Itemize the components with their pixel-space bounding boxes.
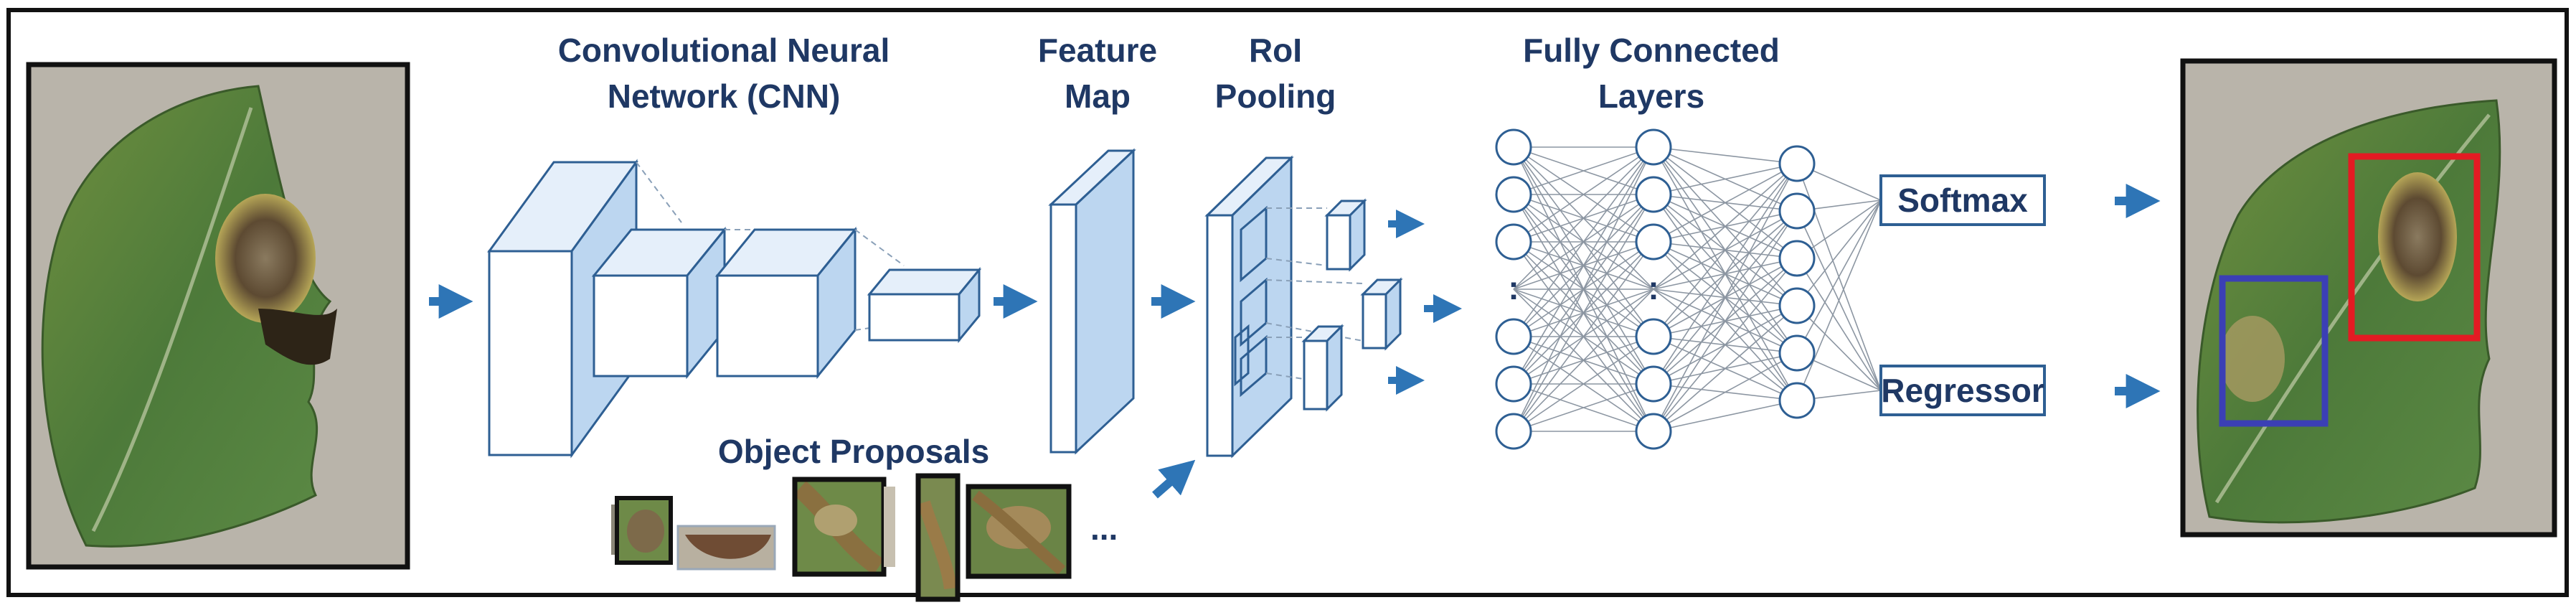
- softmax-box: Softmax: [1879, 174, 2046, 226]
- pooled-feature-2: [1360, 277, 1403, 351]
- fc-connection: [1513, 146, 1654, 243]
- neuron: [1778, 192, 1816, 230]
- roi-feature-map: [1204, 155, 1294, 459]
- pooled-feature-1: [1324, 198, 1367, 272]
- neuron: [1635, 413, 1672, 450]
- fc-connection: [1653, 305, 1798, 432]
- neuron: [1495, 365, 1532, 403]
- neuron: [1778, 287, 1816, 324]
- proposal-thumb-2: [676, 525, 776, 571]
- neuron: [1495, 176, 1532, 213]
- cnn-title-line1: Convolutional Neural: [558, 32, 890, 69]
- proposal-thumb-3: [792, 477, 895, 577]
- neuron-ellipsis: :: [1648, 269, 1659, 306]
- fc-connection: [1513, 289, 1654, 432]
- fc-head-connection: [1796, 200, 1882, 401]
- fc-connection: [1653, 163, 1798, 243]
- fc-connection: [1653, 400, 1798, 432]
- fc-connection: [1513, 336, 1654, 432]
- feature-map-title-line2: Map: [1065, 78, 1131, 115]
- cnn-blocks: [487, 159, 982, 459]
- fc-head-connection: [1796, 200, 1882, 354]
- fully-connected-network: ::: [1495, 128, 1882, 450]
- neuron-ellipsis: :: [1508, 269, 1519, 306]
- arrow-proposals-to-roi: [1152, 459, 1196, 499]
- fc-connection: [1653, 146, 1798, 164]
- output-leaf-image: [2180, 58, 2557, 538]
- input-leaf-image: [26, 62, 410, 570]
- neuron: [1495, 318, 1532, 355]
- fc-head-connection: [1796, 200, 1882, 306]
- fc-connection: [1653, 352, 1798, 432]
- fc-connection: [1653, 163, 1798, 337]
- softmax-label: Softmax: [1897, 182, 2028, 219]
- neuron: [1635, 318, 1672, 355]
- pooled-feature-3: [1301, 324, 1344, 412]
- roi-title-line1: RoI: [1249, 32, 1302, 69]
- fc-head-connection: [1796, 305, 1882, 391]
- fc-connection: [1513, 146, 1654, 385]
- feature-map-slab: [1048, 148, 1136, 455]
- cnn-block-2: [591, 226, 727, 380]
- cnn-block-4: [867, 266, 982, 344]
- cnn-title-line2: Network (CNN): [608, 78, 841, 115]
- fc-connection: [1513, 383, 1654, 432]
- fc-title-line1: Fully Connected: [1523, 32, 1780, 69]
- neuron: [1495, 223, 1532, 261]
- fc-connection: [1653, 163, 1798, 290]
- proposals-ellipsis: ...: [1090, 510, 1118, 547]
- regressor-label: Regressor: [1881, 372, 2044, 409]
- fc-head-connection: [1796, 258, 1882, 391]
- fc-connection: [1653, 163, 1798, 385]
- proposal-thumb-4: [915, 473, 961, 602]
- roi-title-line2: Pooling: [1215, 78, 1336, 115]
- roi-pooled-features: [1301, 198, 1403, 412]
- proposal-thumb-1: [611, 496, 673, 565]
- proposal-thumb-5: [966, 484, 1072, 579]
- object-proposals-title: Object Proposals: [718, 433, 989, 470]
- outer-frame: [6, 8, 2569, 597]
- neuron: [1778, 382, 1816, 419]
- neuron: [1778, 240, 1816, 277]
- object-proposals-thumbnails: ...: [611, 473, 1118, 602]
- detection-box-red: [2348, 153, 2481, 342]
- fc-connection: [1653, 258, 1798, 432]
- fc-connection: [1513, 146, 1654, 432]
- neuron: [1635, 223, 1672, 261]
- detection-box-blue: [2219, 275, 2329, 427]
- fc-connection: [1513, 194, 1654, 432]
- fc-connection: [1513, 146, 1654, 195]
- neuron: [1635, 365, 1672, 403]
- fc-connection: [1653, 163, 1798, 432]
- fc-connection: [1653, 210, 1798, 432]
- neuron: [1495, 128, 1532, 166]
- neuron: [1778, 334, 1816, 372]
- fc-connection: [1513, 146, 1654, 290]
- fc-title-line2: Layers: [1598, 78, 1704, 115]
- fc-connection: [1513, 241, 1654, 432]
- fc-connection: [1513, 146, 1654, 337]
- regressor-box: Regressor: [1879, 365, 2046, 416]
- neuron: [1635, 128, 1672, 166]
- feature-map-title-line1: Feature: [1038, 32, 1157, 69]
- neuron: [1635, 176, 1672, 213]
- fc-connection: [1653, 163, 1798, 195]
- neuron: [1778, 145, 1816, 182]
- neuron: [1495, 413, 1532, 450]
- cnn-block-3: [714, 226, 858, 380]
